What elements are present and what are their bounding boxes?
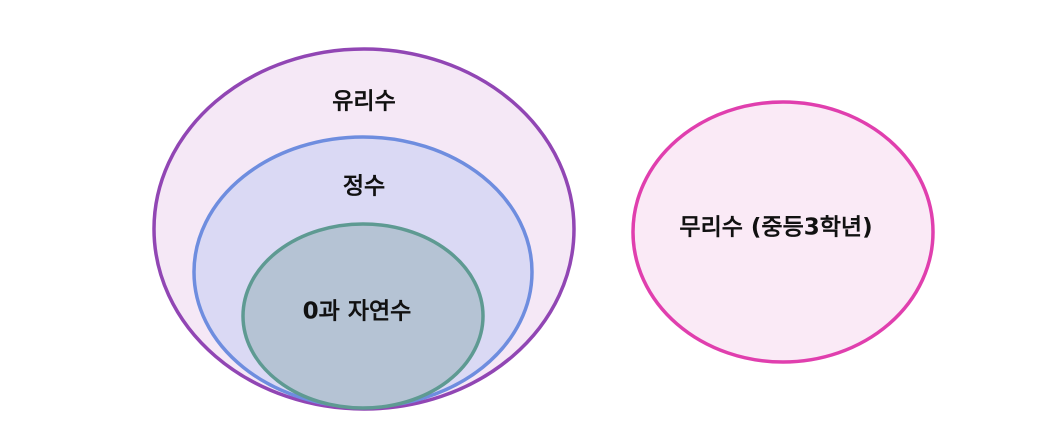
irrational-set: 무리수 (중등3학년): [631, 100, 935, 364]
natural-zero-set-label: 0과 자연수: [303, 299, 412, 325]
natural-zero-set-ellipse: [241, 222, 485, 410]
rational-set-label: 유리수: [332, 89, 395, 115]
irrational-set-label: 무리수 (중등3학년): [679, 215, 872, 241]
irrational-set-ellipse: [631, 100, 935, 364]
integer-set-label: 정수: [343, 174, 385, 200]
natural-zero-set: 0과 자연수: [241, 222, 485, 410]
